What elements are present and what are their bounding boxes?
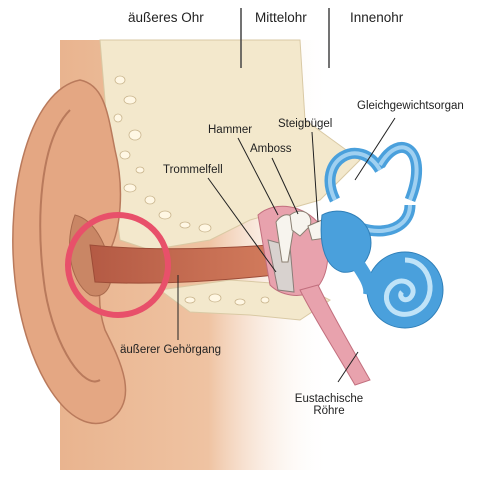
cochlea-connection: [349, 256, 378, 297]
cochlea: [366, 251, 444, 329]
label-ear-canal: äußerer Gehörgang: [120, 344, 222, 356]
pointer-lines: [177, 117, 396, 383]
label-eustachian-line2: Röhre: [313, 405, 345, 417]
pointer-eustachian: [337, 351, 359, 383]
mastoid-cells: [113, 75, 270, 306]
label-eardrum: Trommelfell: [163, 164, 223, 176]
anvil-bone: [289, 210, 312, 237]
pointer-stirrup: [311, 131, 319, 223]
pointer-eardrum: [207, 177, 277, 273]
section-middle-ear: Mittelohr: [255, 10, 307, 25]
pinna-inner-fold: [39, 109, 101, 383]
label-stirrup: Steigbügel: [278, 118, 333, 130]
section-outer-ear: äußeres Ohr: [128, 10, 204, 25]
ear-canal: [89, 244, 276, 284]
label-hammer: Hammer: [208, 124, 253, 136]
label-eustachian-line1: Eustachische: [294, 393, 364, 405]
label-eustachian-tube: Eustachische Röhre: [284, 393, 374, 417]
label-vestibular: Gleichgewichtsorgan: [357, 100, 464, 112]
pointer-vestibular: [354, 117, 396, 181]
highlight-circle: [65, 212, 171, 318]
label-anvil: Amboss: [250, 143, 292, 155]
section-inner-ear: Innenohr: [350, 10, 404, 25]
pointer-anvil: [271, 157, 299, 215]
pointer-hammer: [237, 137, 279, 216]
